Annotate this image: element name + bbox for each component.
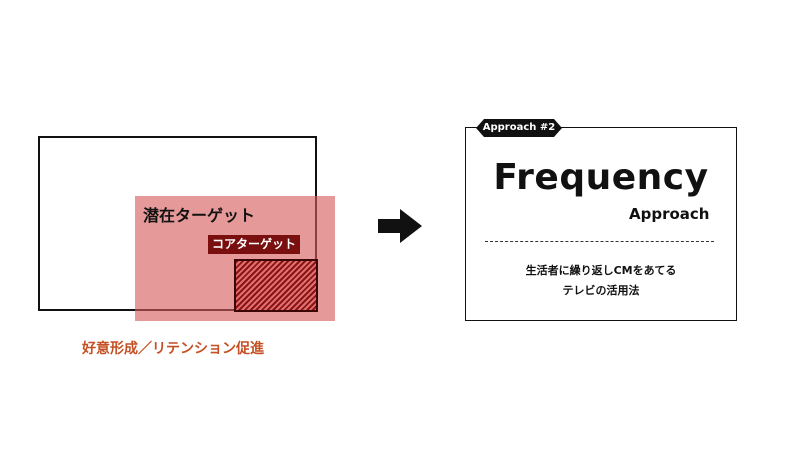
diagram-caption: 好意形成／リテンション促進 (82, 341, 264, 357)
potential-target-label: 潜在ターゲット (143, 206, 256, 225)
core-target-label: コアターゲット (208, 235, 301, 254)
card-description-line-2: テレビの活用法 (562, 284, 640, 297)
card-divider (485, 241, 714, 242)
card-description-line-1: 生活者に繰り返しCMをあてる (525, 264, 677, 277)
arrow-right-icon (378, 209, 422, 243)
card-description: 生活者に繰り返しCMをあてる テレビの活用法 (465, 261, 737, 301)
card-title: Frequency (493, 157, 709, 198)
approach-card (465, 127, 737, 321)
core-target-area (234, 259, 318, 312)
card-subtitle: Approach (629, 205, 710, 223)
approach-badge-label: Approach #2 (482, 122, 556, 133)
approach-badge (476, 119, 562, 137)
